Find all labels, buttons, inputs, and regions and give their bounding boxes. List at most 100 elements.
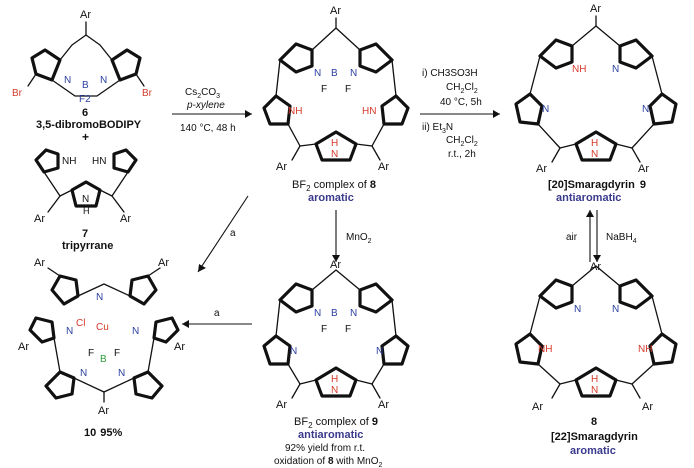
bf2-8-ar-top: Ar — [330, 5, 341, 17]
bf2-9-f-left: F — [321, 324, 327, 335]
tripyrrane-n-center: N — [82, 194, 89, 205]
sm20-n-right2: N — [642, 104, 649, 115]
bf2-8-tag: aromatic — [308, 192, 354, 204]
cond2-acid: i) CH3SO3H — [422, 68, 478, 79]
tripyrrane-ar-left: Ar — [34, 213, 45, 225]
tripyrrane-hn-right: HN — [92, 156, 106, 167]
sm20-ar-left: Ar — [536, 163, 547, 175]
bf2-9-tag: antiaromatic — [298, 429, 363, 441]
bf2-8-n-left: N — [314, 68, 321, 79]
cu10-n-top: N — [96, 292, 103, 303]
bodipy-n-right: N — [100, 75, 107, 86]
cond-a-horiz: a — [214, 308, 220, 319]
arrow-equilibrium: air NaBH4 — [566, 210, 637, 262]
cu10-ar-topright: Ar — [158, 257, 169, 269]
sm22-number: 8 — [591, 416, 597, 428]
cu10-ar-topleft: Ar — [34, 257, 45, 269]
sm22-ar-top: Ar — [590, 261, 601, 273]
cu10-n-br: N — [118, 368, 125, 379]
sm20-ar-top: Ar — [590, 3, 601, 15]
cu10-n-left: N — [66, 326, 73, 337]
plus-sign: + — [82, 130, 89, 144]
bf2-8-name: BF2 complex of 8 — [292, 179, 376, 193]
compound-6-name: 3,5-dibromoBODIPY — [36, 119, 142, 131]
cond2-temp: 40 °C, 5h — [440, 97, 482, 108]
bf2-8-ar-left: Ar — [276, 161, 287, 173]
sm22-name: [22]Smaragdyrin — [551, 431, 638, 443]
bf2-9-name: BF2 complex of 9 — [294, 416, 378, 430]
bf2-9-ar-top: Ar — [330, 259, 341, 271]
bodipy-br-left: Br — [12, 88, 23, 99]
sm20-n-right: N — [612, 64, 619, 75]
cu10-n-right: N — [132, 326, 139, 337]
bf2-8-ar-right: Ar — [378, 161, 389, 173]
cond-mno2: MnO2 — [346, 232, 372, 245]
bf2-9-ar-left: Ar — [276, 399, 287, 411]
sm22-nh-right: NH — [638, 344, 652, 355]
sm22-n-center: N — [591, 385, 598, 396]
cu10-ar-bottom: Ar — [98, 405, 109, 417]
cu10-cl: Cl — [76, 318, 85, 329]
bf2-9-n-center: N — [331, 385, 338, 396]
sm20-ar-right: Ar — [638, 163, 649, 175]
arrow-step2: i) CH3SO3H CH2Cl2 40 °C, 5h ii) Et3N CH2… — [420, 68, 500, 160]
arrow-reagent-a-horizontal: a — [182, 308, 252, 328]
bf2-9-n-right: N — [350, 308, 357, 319]
bodipy-b-label: B — [82, 80, 89, 91]
bf2-9-ar-right: Ar — [378, 399, 389, 411]
cond2-rt: r.t., 2h — [448, 149, 476, 160]
sm20-h-center: H — [591, 138, 598, 149]
bf2-8-h-center: H — [331, 138, 338, 149]
compound-6-number: 6 — [82, 107, 88, 119]
tripyrrane-h-center: H — [83, 206, 90, 216]
bf2-9-h-center: H — [331, 374, 338, 385]
compound-7-name: tripyrrane — [62, 240, 113, 252]
cond-air: air — [566, 232, 578, 243]
bf2-8-hn-right: HN — [362, 106, 376, 117]
bf2-9-note2: oxidation of 8 with MnO2 — [274, 456, 383, 468]
compound-bf2-9: Ar N N B F F N N H N Ar Ar BF2 complex o… — [262, 259, 410, 468]
bf2-8-f-right: F — [345, 84, 351, 95]
sm22-n-right: N — [612, 304, 619, 315]
cu10-b: B — [100, 354, 107, 365]
cu10-f-left: F — [88, 348, 94, 359]
cond-a-diag: a — [230, 228, 236, 239]
cond-cs2co3: Cs2CO3 — [185, 87, 220, 100]
tripyrrane-ar-right: Ar — [120, 213, 131, 225]
bf2-9-n-right2: N — [376, 346, 383, 357]
tripyrrane-nh-left: NH — [62, 156, 76, 167]
sm22-ar-right: Ar — [642, 401, 653, 413]
bf2-9-n-left: N — [314, 308, 321, 319]
bf2-8-n-right: N — [350, 68, 357, 79]
sm22-n-left: N — [574, 304, 581, 315]
cond-nabh4: NaBH4 — [606, 232, 637, 245]
compound-smaragdyrin-22: Ar N N NH NH H N Ar Ar 8 [22]Smaragdyrin… — [514, 261, 678, 457]
compound-7-number: 7 — [82, 228, 88, 240]
bf2-9-n-left2: N — [290, 346, 297, 357]
cu10-ar-right: Ar — [174, 341, 185, 353]
bodipy-f2-label: F2 — [79, 94, 91, 105]
cu10-f-right: F — [114, 348, 120, 359]
compound-bf2-8: Ar N N B F F NH HN H N Ar Ar BF2 complex… — [262, 5, 410, 204]
bodipy-ar-label: Ar — [80, 9, 91, 21]
cond-pxylene: p-xylene — [186, 100, 225, 111]
arrow-oxidation: MnO2 — [332, 210, 372, 262]
sm22-h-center: H — [591, 374, 598, 385]
sm20-n-left2: N — [542, 104, 549, 115]
cond2-base: ii) Et3N — [422, 122, 453, 135]
cu10-n-bl: N — [80, 368, 87, 379]
arrow-reagent-a-diagonal: a — [197, 195, 249, 273]
bf2-8-b: B — [331, 68, 338, 79]
cond2-solvent1: CH2Cl2 — [446, 82, 478, 95]
compound-6-bodipy: Ar N N B F2 Br Br 6 3,5-dibromoBODIPY + — [12, 9, 153, 144]
bodipy-br-right: Br — [142, 88, 153, 99]
bodipy-n-left: N — [64, 75, 71, 86]
sm20-nh-left: NH — [572, 64, 586, 75]
arrow-step1: Cs2CO3 p-xylene 140 °C, 48 h — [172, 87, 252, 134]
bf2-8-f-left: F — [321, 84, 327, 95]
